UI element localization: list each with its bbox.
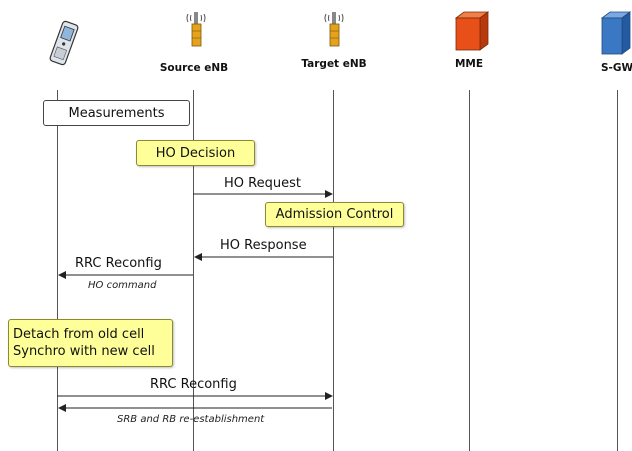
synchro-line: Synchro with new cell: [13, 344, 155, 359]
ho-request-label: HO Request: [224, 176, 301, 191]
mme-label: MME: [454, 58, 484, 70]
source-enb-label: Source eNB: [159, 62, 229, 74]
sgw-label: S-GW: [600, 62, 632, 74]
rrc-reconfig-2-label: RRC Reconfig: [150, 377, 237, 392]
ue-lifeline: [57, 90, 58, 451]
target-enb-lifeline: [333, 90, 334, 451]
target-enb-base-station-icon: [324, 12, 344, 47]
source-enb-lifeline: [193, 90, 194, 451]
sgw-server-icon: [600, 11, 632, 55]
source-enb-base-station-icon: [186, 12, 206, 47]
detach-synchro-box: Detach from old cell Synchro with new ce…: [8, 319, 173, 367]
detach-line: Detach from old cell: [13, 327, 145, 342]
sgw-lifeline: [617, 90, 618, 451]
srb-rb-note: SRB and RB re-establishment: [117, 414, 265, 425]
admission-control-box: Admission Control: [265, 202, 404, 227]
target-enb-label: Target eNB: [301, 58, 367, 70]
mme-lifeline: [469, 90, 470, 451]
measurements-box: Measurements: [43, 100, 190, 126]
rrc-reconfig-1-label: RRC Reconfig: [75, 256, 162, 271]
ho-response-label: HO Response: [220, 238, 307, 253]
mme-server-icon: [454, 11, 490, 51]
ho-command-note: HO command: [88, 280, 157, 291]
mobile-phone-icon: [49, 20, 79, 66]
ho-decision-box: HO Decision: [136, 140, 255, 166]
